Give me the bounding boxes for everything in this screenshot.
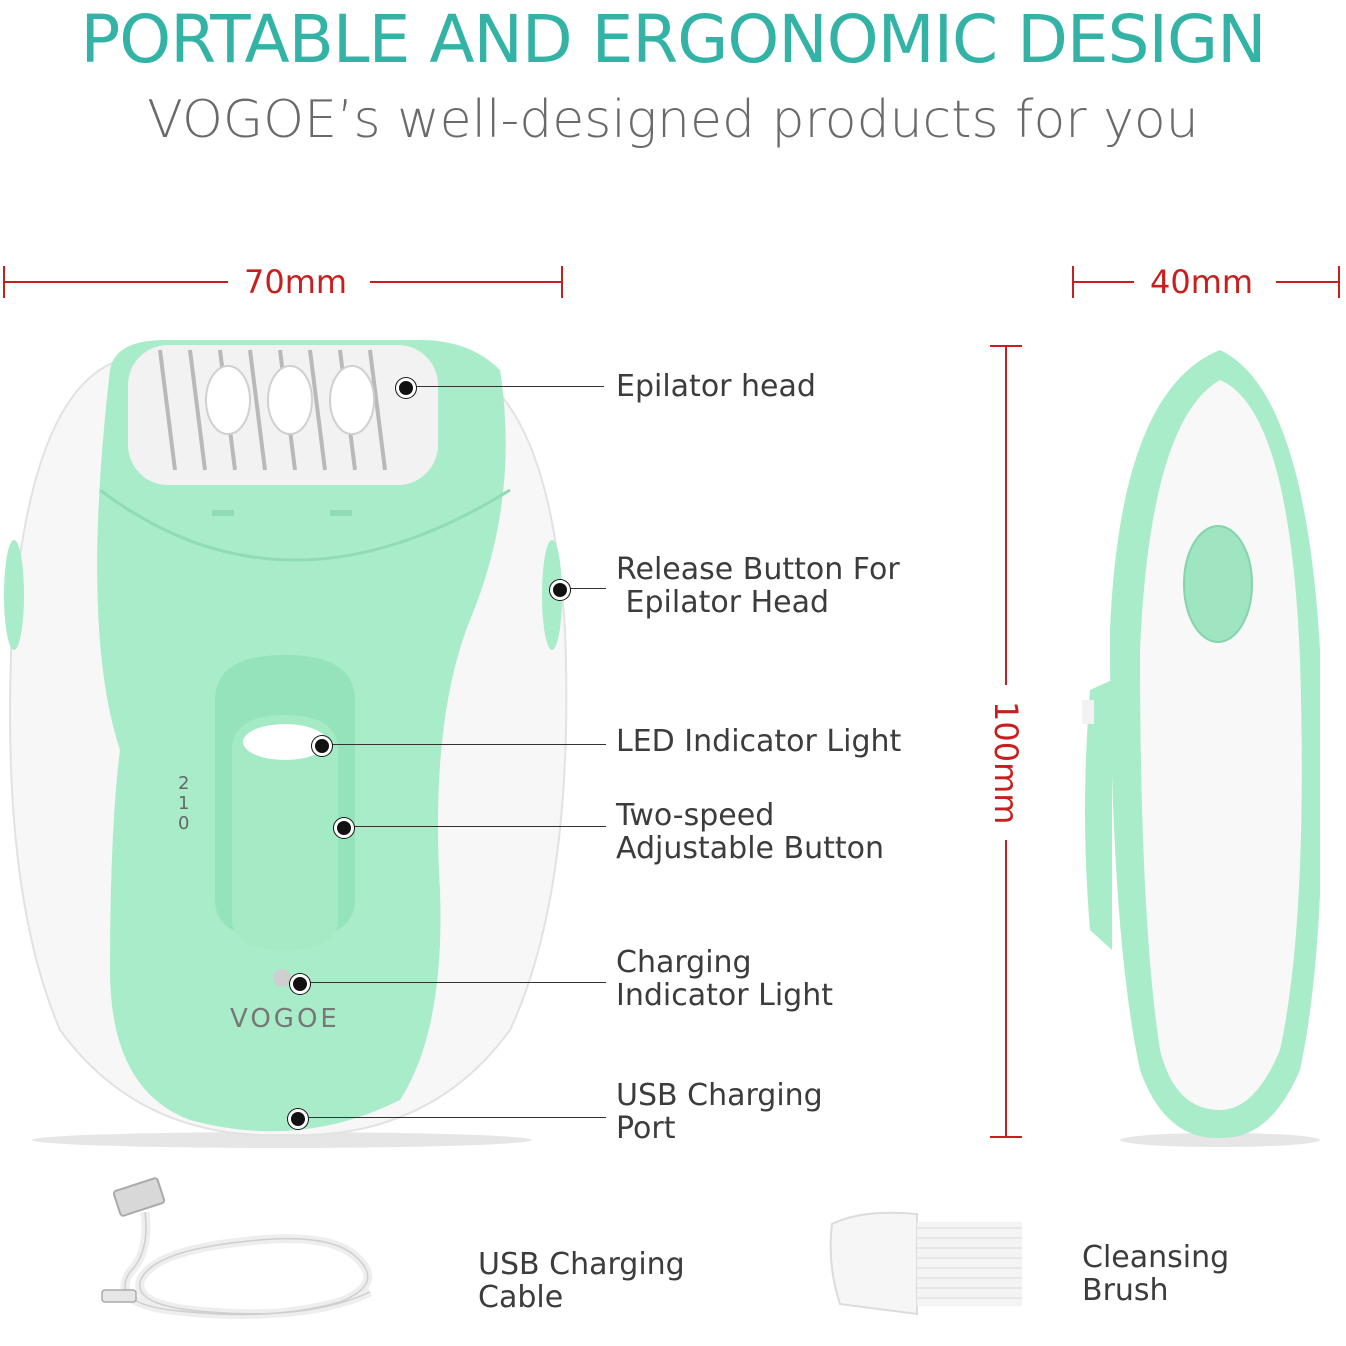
- marker-two-speed-button: [334, 818, 354, 838]
- leader-led-indicator: [320, 744, 606, 745]
- callout-led-indicator: LED Indicator Light: [616, 724, 902, 759]
- callout-two-speed-button: Two-speed Adjustable Button: [616, 798, 885, 866]
- cleansing-brush-image: [829, 1211, 1022, 1316]
- epilator-side-view: [1082, 350, 1320, 1147]
- usb-cable-image: [101, 1177, 373, 1319]
- width-dimension-line-right: [370, 281, 563, 283]
- accessory-usb-cable-label: USB Charging Cable: [478, 1247, 685, 1315]
- callout-charging-indicator: Charging Indicator Light: [616, 945, 833, 1013]
- epilator-front-view: [4, 340, 568, 1148]
- speed-mark-2: 2: [178, 773, 190, 794]
- speed-mark-0: 0: [178, 813, 190, 834]
- height-dimension-label: 100mm: [987, 701, 1025, 825]
- width-dimension-line-left: [3, 281, 228, 283]
- marker-release-button: [550, 580, 570, 600]
- marker-usb-port: [288, 1109, 308, 1129]
- marker-charging-indicator: [290, 974, 310, 994]
- leader-charging-indicator: [298, 982, 606, 983]
- accessory-cleansing-brush-label: Cleansing Brush: [1082, 1240, 1230, 1308]
- callout-release-button: Release Button For Epilator Head: [616, 552, 900, 620]
- depth-dimension-line-right: [1276, 281, 1340, 283]
- height-dimension-tick-bottom: [990, 1136, 1022, 1138]
- page-title: PORTABLE AND ERGONOMIC DESIGN: [80, 1, 1266, 78]
- callout-usb-port: USB Charging Port: [616, 1078, 823, 1146]
- leader-epilator-head: [404, 386, 604, 387]
- marker-led-indicator: [312, 736, 332, 756]
- width-dimension-tick-left: [3, 266, 5, 298]
- width-dimension-label: 70mm: [244, 263, 348, 301]
- height-dimension-line-bottom: [1005, 840, 1007, 1138]
- brand-logo: VOGOE: [230, 1004, 340, 1034]
- depth-dimension-label: 40mm: [1150, 263, 1254, 301]
- height-dimension-line-top: [1005, 345, 1007, 685]
- page-subtitle: VOGOE’s well-designed products for you: [147, 90, 1199, 150]
- width-dimension-tick-right: [561, 266, 563, 298]
- leader-usb-port: [296, 1117, 606, 1118]
- callout-epilator-head: Epilator head: [616, 369, 816, 404]
- leader-two-speed-button: [342, 826, 606, 827]
- leader-release-button: [558, 588, 606, 589]
- marker-epilator-head: [396, 378, 416, 398]
- depth-dimension-tick-right: [1338, 266, 1340, 298]
- speed-mark-1: 1: [178, 793, 190, 814]
- depth-dimension-line-left: [1072, 281, 1134, 283]
